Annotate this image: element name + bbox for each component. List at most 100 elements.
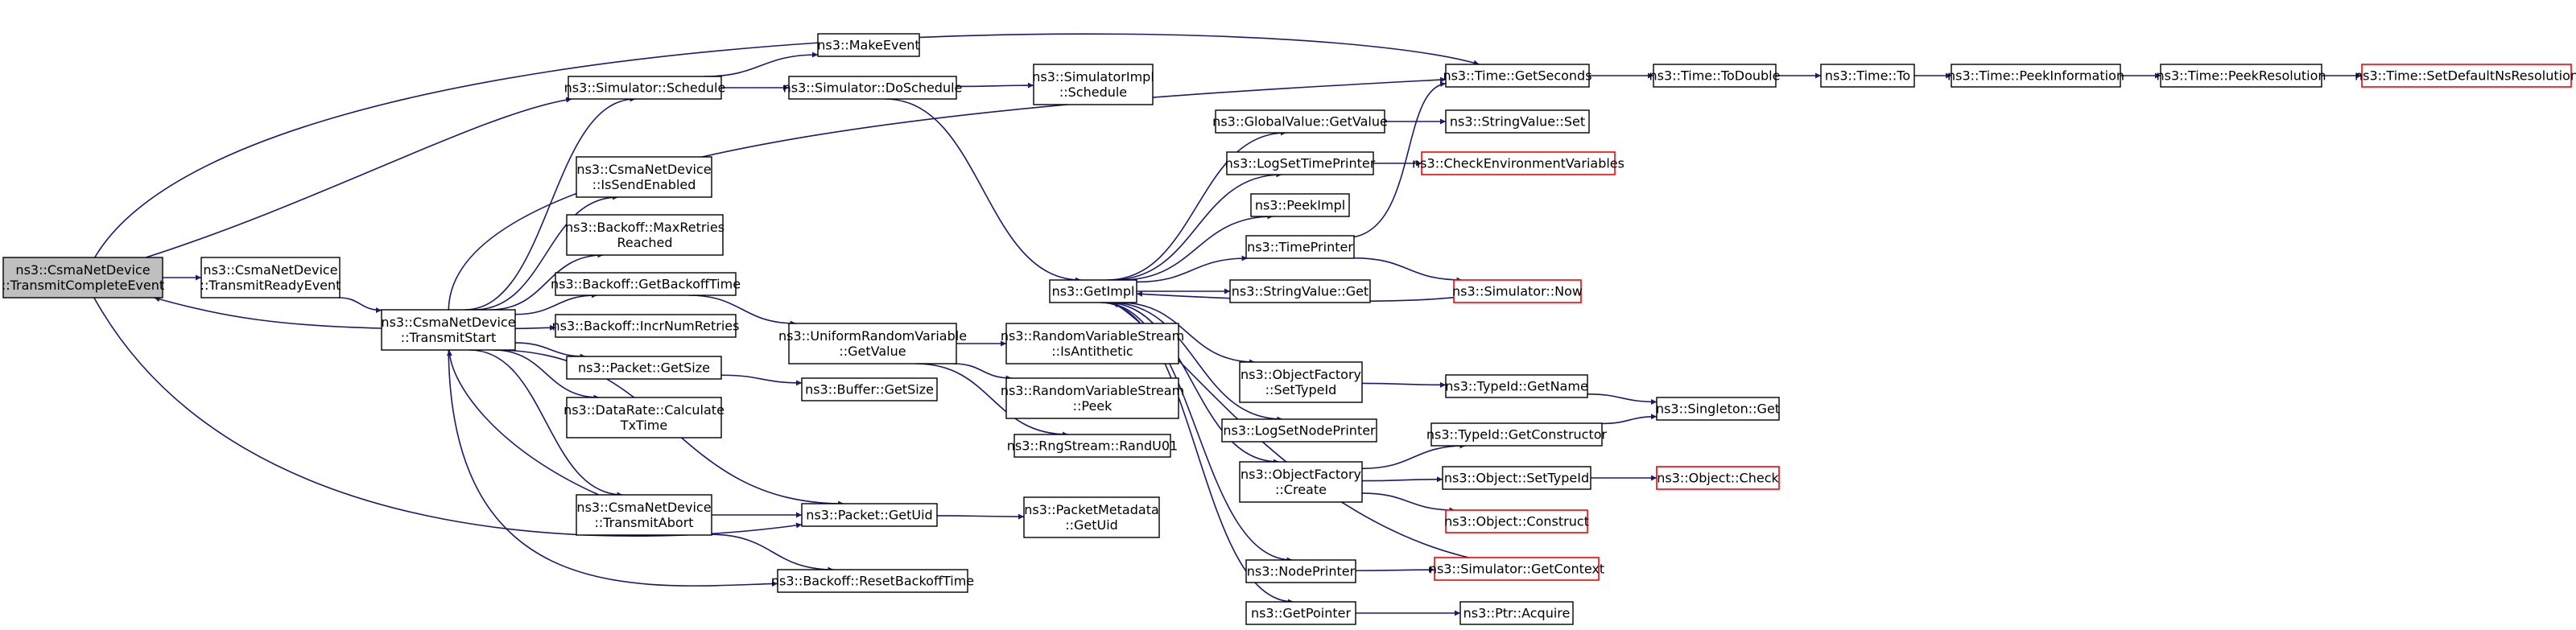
edge-urvget-to-randu01 — [915, 363, 1068, 438]
node-pmetauid[interactable]: ns3::PacketMetadata::GetUid — [1023, 496, 1160, 538]
node-gvgetvalue[interactable]: ns3::GlobalValue::GetValue — [1212, 109, 1388, 134]
node-label: ns3::Backoff::MaxRetries — [565, 220, 724, 235]
node-label: ns3::Time::To — [1825, 68, 1910, 84]
edge-trstart-to-incrnum — [514, 324, 556, 331]
node-ptracquire[interactable]: ns3::Ptr::Acquire — [1459, 601, 1574, 625]
node-root[interactable]: ns3::CsmaNetDevice::TransmitCompleteEven… — [2, 257, 164, 299]
node-nodeprinter[interactable]: ns3::NodePrinter — [1245, 559, 1356, 583]
edge-schedule-to-makeevent — [704, 51, 819, 77]
node-resetbackoff[interactable]: ns3::Backoff::ResetBackoffTime — [771, 569, 974, 593]
edge-trabort-to-resetbackoff — [711, 533, 834, 573]
node-label: ns3::LogSetNodePrinter — [1223, 423, 1376, 439]
node-svset[interactable]: ns3::StringValue::Set — [1445, 109, 1590, 134]
node-urvget[interactable]: ns3::UniformRandomVariable::GetValue — [778, 323, 967, 364]
node-simnow[interactable]: ns3::Simulator::Now — [1452, 279, 1583, 303]
node-trready[interactable]: ns3::CsmaNetDevice::TransmitReadyEvent — [200, 257, 341, 299]
node-label: ::IsSendEnabled — [592, 177, 696, 192]
node-label: ns3::PacketMetadata — [1024, 502, 1159, 517]
node-label: ns3::MakeEvent — [817, 38, 919, 53]
node-rvspeek[interactable]: ns3::RandomVariableStream::Peek — [1001, 377, 1184, 419]
node-objconstruct[interactable]: ns3::Object::Construct — [1444, 509, 1589, 533]
node-simimpl[interactable]: ns3::SimulatorImpl::Schedule — [1032, 64, 1154, 105]
node-svget[interactable]: ns3::StringValue::Get — [1229, 279, 1371, 303]
node-singleton[interactable]: ns3::Singleton::Get — [1656, 397, 1780, 421]
node-label: ns3::Time::ToDouble — [1649, 68, 1781, 84]
node-label: ns3::Object::SetTypeId — [1444, 471, 1589, 486]
node-label: ns3::StringValue::Get — [1232, 284, 1368, 299]
node-incrnum[interactable]: ns3::Backoff::IncrNumRetries — [552, 314, 740, 338]
node-pktgetuid[interactable]: ns3::Packet::GetUid — [801, 503, 938, 527]
edge-trstart-to-pktgetsize — [514, 342, 586, 360]
edge-doschedule-to-simimpl — [956, 82, 1034, 89]
node-timeprinter[interactable]: ns3::TimePrinter — [1245, 235, 1355, 259]
node-label: ::TransmitCompleteEvent — [2, 278, 164, 293]
node-issend[interactable]: ns3::CsmaNetDevice::IsSendEnabled — [576, 156, 712, 198]
node-tidgetname[interactable]: ns3::TypeId::GetName — [1445, 374, 1588, 398]
node-getimpl[interactable]: ns3::GetImpl — [1049, 279, 1137, 303]
node-ofcreate[interactable]: ns3::ObjectFactory::Create — [1239, 461, 1363, 503]
node-pktgetsize[interactable]: ns3::Packet::GetSize — [566, 356, 722, 380]
edge-getimpl-to-logsettime — [1111, 171, 1282, 281]
node-label: ns3::ObjectFactory — [1241, 467, 1361, 482]
edge-trabort-to-trstart — [446, 349, 600, 496]
node-label: ns3::RandomVariableStream — [1001, 383, 1184, 398]
edge-root-to-getseconds — [94, 33, 1480, 258]
edge-getimpl-to-ofsettypeid — [1118, 302, 1255, 365]
node-label: ns3::SimulatorImpl — [1032, 69, 1154, 84]
node-label: ns3::Time::SetDefaultNsResolution — [2355, 68, 2576, 84]
edge-trstart-to-getseconds — [448, 76, 1447, 311]
node-tidgetctor[interactable]: ns3::TypeId::GetConstructor — [1426, 422, 1608, 447]
node-rvsanti[interactable]: ns3::RandomVariableStream::IsAntithetic — [1001, 323, 1184, 364]
node-checkenv[interactable]: ns3::CheckEnvironmentVariables — [1412, 151, 1624, 175]
node-label: ns3::Backoff::ResetBackoffTime — [771, 574, 974, 589]
edge-trstart-to-resetbackoff — [448, 349, 778, 587]
node-trabort[interactable]: ns3::CsmaNetDevice::TransmitAbort — [576, 494, 712, 536]
node-timeto[interactable]: ns3::Time::To — [1820, 64, 1915, 88]
node-label: ns3::RandomVariableStream — [1001, 328, 1184, 344]
edge-pktgetuid-to-pmetauid — [936, 513, 1025, 520]
node-randu01[interactable]: ns3::RngStream::RandU01 — [1007, 434, 1178, 458]
node-label: ns3::TypeId::GetConstructor — [1426, 427, 1608, 443]
node-peekres[interactable]: ns3::Time::PeekResolution — [2156, 64, 2326, 88]
node-simgetctx[interactable]: ns3::Simulator::GetContext — [1429, 557, 1604, 581]
node-label: ns3::ObjectFactory — [1241, 367, 1361, 382]
node-objcheck[interactable]: ns3::Object::Check — [1656, 466, 1780, 490]
node-logsetnode[interactable]: ns3::LogSetNodePrinter — [1221, 418, 1377, 443]
node-label: ::IsAntithetic — [1051, 344, 1133, 359]
edge-ofcreate-to-tidgetctor — [1361, 443, 1466, 470]
node-schedule[interactable]: ns3::Simulator::Schedule — [564, 76, 726, 100]
edge-getimpl-to-peekimpl — [1120, 213, 1274, 281]
node-label: ::GetValue — [839, 344, 906, 359]
node-label: ns3::Time::PeekResolution — [2156, 68, 2326, 84]
node-label: ns3::Buffer::GetSize — [805, 382, 934, 397]
node-logsettime[interactable]: ns3::LogSetTimePrinter — [1225, 151, 1376, 175]
node-label: ns3::CsmaNetDevice — [203, 262, 337, 278]
node-todouble[interactable]: ns3::Time::ToDouble — [1649, 64, 1781, 88]
node-getseconds[interactable]: ns3::Time::GetSeconds — [1443, 64, 1592, 88]
node-label: ns3::Simulator::Schedule — [564, 80, 726, 96]
node-getbackoff[interactable]: ns3::Backoff::GetBackoffTime — [551, 272, 741, 296]
node-label: ns3::GetPointer — [1251, 606, 1352, 621]
edge-urvget-to-rvspeek — [953, 363, 1012, 381]
node-ofsettypeid[interactable]: ns3::ObjectFactory::SetTypeId — [1239, 361, 1363, 403]
node-objsettid[interactable]: ns3::Object::SetTypeId — [1442, 466, 1591, 490]
node-peekimpl[interactable]: ns3::PeekImpl — [1250, 193, 1350, 217]
node-bufgetsize[interactable]: ns3::Buffer::GetSize — [801, 377, 938, 401]
node-makeevent[interactable]: ns3::MakeEvent — [817, 33, 920, 57]
node-label: Reached — [617, 235, 673, 250]
node-setdefres[interactable]: ns3::Time::SetDefaultNsResolution — [2355, 64, 2576, 88]
node-label: ns3::CsmaNetDevice — [381, 315, 515, 330]
node-label: ns3::Packet::GetUid — [806, 508, 932, 523]
nodes-layer: ns3::CsmaNetDevice::TransmitCompleteEven… — [2, 33, 2576, 625]
node-getpointer[interactable]: ns3::GetPointer — [1245, 601, 1356, 625]
node-label: ns3::Object::Construct — [1444, 514, 1589, 529]
node-label: ns3::Object::Check — [1657, 471, 1779, 486]
node-doschedule[interactable]: ns3::Simulator::DoSchedule — [783, 76, 963, 100]
edge-getimpl-to-gvgetvalue — [1107, 130, 1286, 281]
node-trstart[interactable]: ns3::CsmaNetDevice::TransmitStart — [381, 309, 516, 351]
node-label: ns3::RngStream::RandU01 — [1007, 439, 1178, 454]
node-peekinfo[interactable]: ns3::Time::PeekInformation — [1947, 64, 2124, 88]
edge-getimpl-to-nodeprinter — [1101, 302, 1293, 563]
